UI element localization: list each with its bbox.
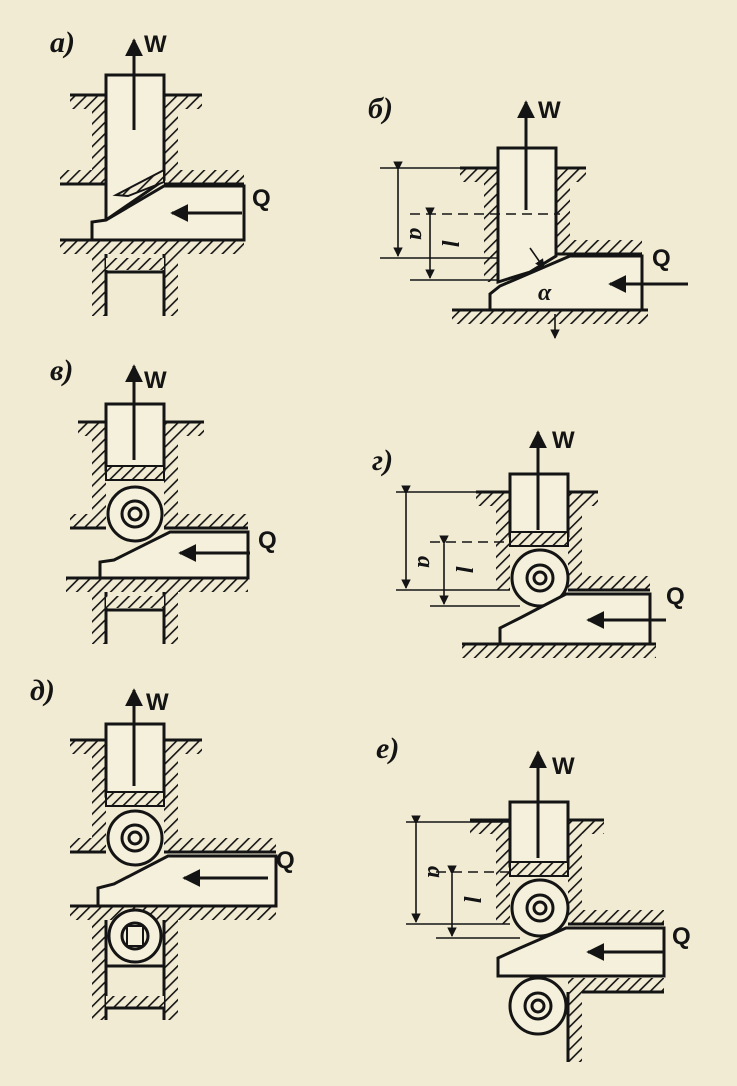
panel-label-d: д) xyxy=(30,674,55,707)
panel-a: а) W Q xyxy=(50,26,271,316)
dimension-label-l: l xyxy=(450,566,476,573)
angle-label-alpha: α xyxy=(538,280,552,306)
panel-d: д) W Q xyxy=(30,674,295,1020)
force-label-w: W xyxy=(552,753,575,780)
force-label-w: W xyxy=(552,427,575,454)
panel-g: г) a l W Q xyxy=(372,427,685,658)
panel-b: б) a l α W Q xyxy=(368,92,688,339)
force-label-w: W xyxy=(146,689,169,716)
panel-label-b: б) xyxy=(368,92,393,125)
force-label-q: Q xyxy=(258,527,277,554)
force-label-q: Q xyxy=(252,185,271,212)
force-label-w: W xyxy=(144,367,167,394)
guide-hatch xyxy=(60,170,106,184)
dimension-label-a: a xyxy=(404,228,430,240)
dimension-label-l: l xyxy=(458,896,484,903)
force-label-q: Q xyxy=(276,847,295,874)
panel-label-g: г) xyxy=(372,444,393,477)
panel-label-v: в) xyxy=(50,354,73,387)
force-label-q: Q xyxy=(652,245,671,272)
panel-label-a: а) xyxy=(50,26,75,59)
dimension-label-a: a xyxy=(412,556,438,568)
guide-hatch xyxy=(164,95,178,173)
force-label-q: Q xyxy=(666,583,685,610)
panel-v: в) W Q xyxy=(50,354,277,644)
guide-hatch xyxy=(164,170,244,184)
dimension-label-a: a xyxy=(422,866,448,878)
force-label-w: W xyxy=(538,97,561,124)
panel-e: е) a l W Q xyxy=(376,732,691,1062)
panel-label-e: е) xyxy=(376,732,399,765)
guide-hatch xyxy=(92,95,106,185)
dimension-label-l: l xyxy=(436,240,462,247)
force-label-q: Q xyxy=(672,923,691,950)
force-label-w: W xyxy=(144,31,167,58)
